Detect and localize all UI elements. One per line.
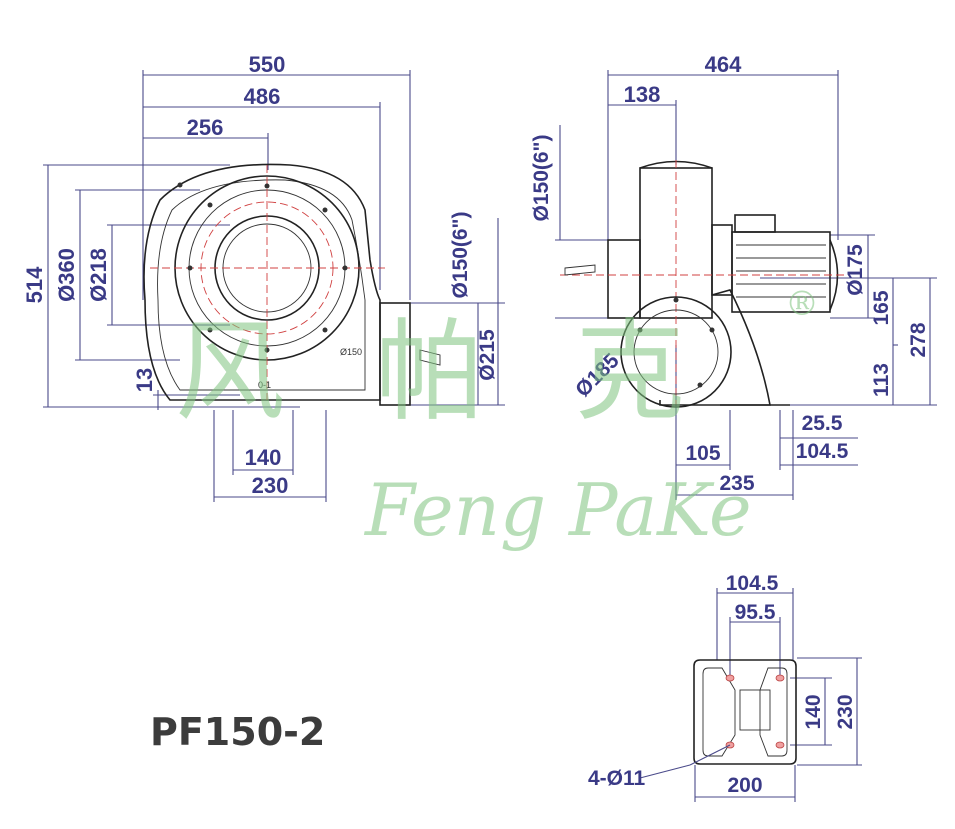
watermark-english: Feng PaKe xyxy=(363,468,752,552)
dim-165: 165 xyxy=(870,290,893,325)
watermark-registered: ® xyxy=(785,284,819,324)
watermark: 风帕克 Feng PaKe ® xyxy=(175,284,819,552)
side-view: 464 138 Ø150(6") Ø175 165 278 113 Ø185 2… xyxy=(530,52,937,500)
model-number: PF150-2 xyxy=(150,710,325,754)
dim-outlet-215: Ø215 xyxy=(476,329,499,381)
front-view: Ø150 0-1 550 486 256 514 Ø360 Ø218 13 14… xyxy=(22,52,505,502)
dim-base-230: 230 xyxy=(834,694,857,729)
dim-base-140: 140 xyxy=(802,694,825,729)
dim-138: 138 xyxy=(624,82,661,107)
dim-holes: 4-Ø11 xyxy=(588,767,646,790)
dim-base-104-5: 104.5 xyxy=(726,572,779,595)
dim-256: 256 xyxy=(187,115,224,140)
dim-outlet-150: Ø150(6") xyxy=(449,212,472,299)
dim-218: Ø218 xyxy=(86,248,111,302)
dim-486: 486 xyxy=(244,84,281,109)
dim-base-95-5: 95.5 xyxy=(735,601,776,624)
dim-inlet-150: Ø150(6") xyxy=(530,135,553,222)
dim-278: 278 xyxy=(907,322,930,357)
watermark-chinese: 风帕克 xyxy=(175,308,775,436)
front-center-label: Ø150 xyxy=(340,347,362,357)
dim-235: 235 xyxy=(719,472,754,495)
dim-230: 230 xyxy=(252,473,289,498)
dim-13: 13 xyxy=(132,368,157,392)
dim-175: Ø175 xyxy=(844,244,867,296)
front-foot-label: 0-1 xyxy=(258,380,271,390)
dim-113: 113 xyxy=(870,363,893,397)
dim-464: 464 xyxy=(705,52,742,77)
dim-104-5: 104.5 xyxy=(796,440,849,463)
dim-base-200: 200 xyxy=(727,774,762,797)
dim-105: 105 xyxy=(685,442,720,465)
dim-360: Ø360 xyxy=(54,248,79,302)
dim-514: 514 xyxy=(22,266,47,303)
base-view: 104.5 95.5 140 230 200 4-Ø11 xyxy=(588,572,862,802)
dim-550: 550 xyxy=(249,52,286,77)
dim-140: 140 xyxy=(245,445,282,470)
dim-25-5: 25.5 xyxy=(802,412,843,435)
